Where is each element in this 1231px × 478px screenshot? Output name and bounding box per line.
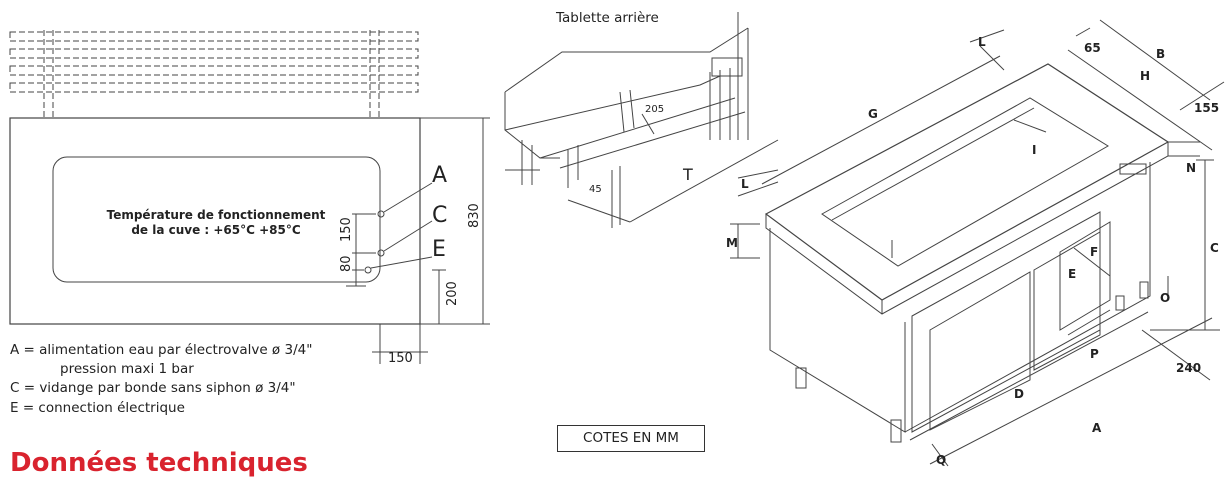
rear-shelf-detail: [504, 12, 779, 228]
tank-label-line1: Température de fonctionnement: [106, 208, 326, 222]
dim-65: 65: [1084, 41, 1101, 55]
legend-line-a: A = alimentation eau par électrovalve ø …: [10, 342, 313, 358]
dim-205: 205: [645, 104, 664, 115]
label-c: C: [432, 203, 447, 228]
dim-p: P: [1090, 347, 1099, 361]
label-a: A: [432, 163, 447, 188]
legend-line-e: E = connection électrique: [10, 400, 185, 416]
dim-m: M: [726, 236, 738, 250]
legend-line-c: C = vidange par bonde sans siphon ø 3/4": [10, 380, 296, 396]
connection-point-a: [377, 210, 385, 218]
dim-h: H: [1140, 69, 1150, 83]
tank-outline: [52, 156, 381, 283]
section-title: Données techniques: [10, 448, 308, 478]
dim-240: 240: [1176, 361, 1201, 375]
serving-counter-isometric: [730, 19, 1225, 467]
dim-t: T: [682, 165, 693, 184]
dim-l-left: L: [741, 177, 749, 191]
dim-a: A: [1092, 421, 1102, 435]
dim-o: O: [1160, 291, 1170, 305]
counter-outline: [9, 117, 421, 325]
dim-f: F: [1090, 245, 1098, 259]
dim-45: 45: [589, 184, 602, 195]
dim-b: B: [1156, 47, 1165, 61]
dim-g: G: [868, 107, 878, 121]
connection-point-c: [377, 249, 385, 257]
dim-e: E: [1068, 267, 1076, 281]
detail-title: Tablette arrière: [555, 10, 659, 26]
dim-155: 155: [1194, 101, 1219, 115]
dim-150-vertical: 150: [339, 217, 354, 242]
dim-l-top: L: [978, 35, 986, 49]
dim-q: Q: [936, 453, 946, 467]
connection-point-e: [364, 266, 372, 274]
dim-d: D: [1014, 387, 1024, 401]
dim-150-horizontal: 150: [388, 351, 413, 366]
dim-80-vertical: 80: [339, 255, 354, 272]
units-note-box: COTES EN MM: [557, 425, 705, 452]
legend-line-pressure: pression maxi 1 bar: [60, 361, 194, 377]
dim-i: I: [1032, 143, 1036, 157]
dim-c: C: [1210, 241, 1219, 255]
dim-200: 200: [445, 281, 460, 306]
dim-830: 830: [467, 203, 482, 228]
tank-label-line2: de la cuve : +65°C +85°C: [131, 223, 301, 237]
tank-label: Température de fonctionnement de la cuve…: [66, 208, 366, 238]
dim-n: N: [1186, 161, 1196, 175]
label-e: E: [432, 237, 446, 262]
tray-rail: [9, 30, 419, 118]
